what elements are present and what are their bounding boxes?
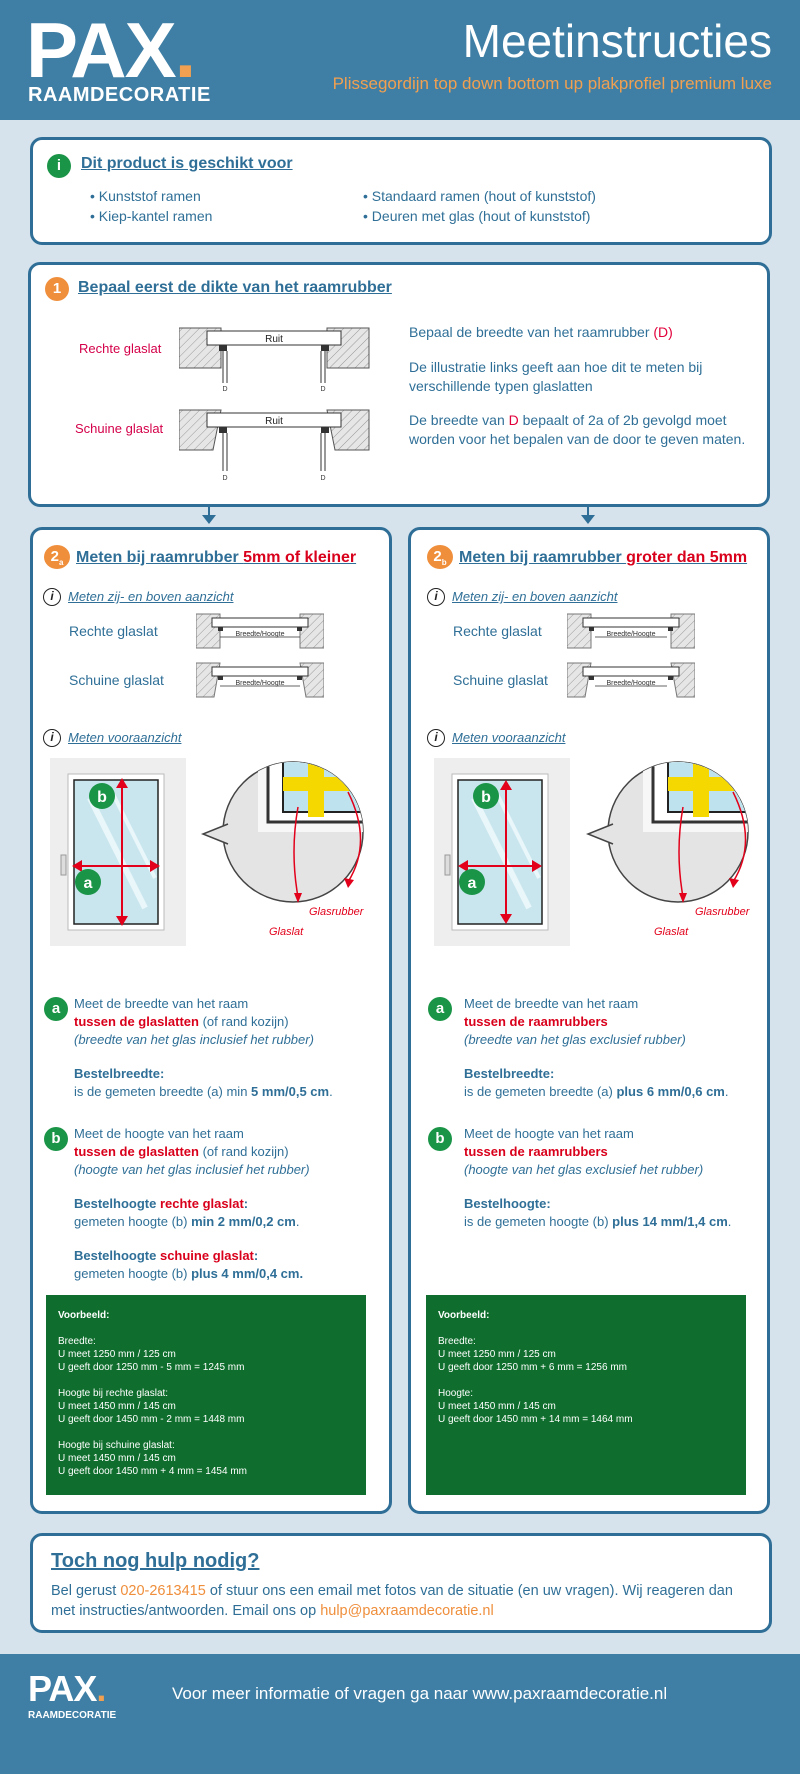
svg-text:a: a bbox=[468, 875, 477, 892]
front-view-link[interactable]: Meten vooraanzicht bbox=[452, 730, 566, 745]
label-straight: Rechte glaslat bbox=[79, 341, 162, 356]
step-b-text: Meet de hoogte van het raam tussen de ra… bbox=[464, 1126, 732, 1229]
info-icon: i bbox=[47, 154, 71, 178]
list-item: • Kiep-kantel ramen bbox=[90, 208, 213, 224]
arrow-down-icon bbox=[581, 507, 595, 524]
list-item: • Deuren met glas (hout of kunststof) bbox=[363, 208, 591, 224]
info-icon: i bbox=[43, 588, 61, 606]
example-box: Voorbeeld: Breedte: U meet 1250 mm / 125… bbox=[426, 1295, 746, 1495]
svg-text:b: b bbox=[481, 789, 491, 806]
help-text: Bel gerust 020-2613415 of stuur ons een … bbox=[51, 1583, 733, 1619]
zoom-detail-diagram bbox=[200, 761, 364, 903]
straight-glaslat-diagram: Ruit D D bbox=[179, 327, 370, 393]
column-2a-card: 2a Meten bij raamrubber 5mm of kleiner i… bbox=[30, 527, 392, 1514]
glasrubber-label: Glasrubber bbox=[695, 906, 750, 918]
header: PAX. RAAMDECORATIE Meetinstructies Pliss… bbox=[0, 0, 800, 120]
info-icon: i bbox=[43, 729, 61, 747]
dim-label: D bbox=[222, 475, 227, 482]
column-2a-title: Meten bij raamrubber 5mm of kleiner bbox=[76, 549, 357, 566]
label-slanted: Schuine glaslat bbox=[69, 672, 164, 688]
step-number: 1 bbox=[45, 277, 69, 301]
svg-text:a: a bbox=[84, 875, 93, 892]
step-number: 2a bbox=[44, 545, 70, 569]
front-view-link[interactable]: Meten vooraanzicht bbox=[68, 730, 182, 745]
step1-paragraph-3: De breedte van D bepaalt of 2a of 2b gev… bbox=[409, 412, 746, 447]
step-a-text: Meet de breedte van het raam tussen de r… bbox=[464, 996, 729, 1099]
email-link[interactable]: hulp@paxraamdecoratie.nl bbox=[320, 1603, 494, 1619]
logo[interactable]: PAX. bbox=[26, 6, 196, 94]
dimension-label: Breedte/Hoogte bbox=[606, 680, 655, 687]
suitable-title: Dit product is geschikt voor bbox=[81, 155, 293, 172]
footer-logo-subtitle: RAAMDECORATIE bbox=[28, 1710, 117, 1721]
dimension-label: Breedte/Hoogte bbox=[235, 680, 284, 687]
step1-paragraph-1: Bepaal de breedte van het raamrubber (D) bbox=[409, 324, 673, 340]
step-number: 2b bbox=[427, 545, 453, 569]
page-title: Meetinstructies bbox=[462, 15, 772, 67]
dim-label: D bbox=[320, 386, 325, 393]
side-view-link[interactable]: Meten zij- en boven aanzicht bbox=[68, 589, 234, 604]
step-a-icon: a bbox=[428, 997, 452, 1021]
page-subtitle: Plissegordijn top down bottom up plakpro… bbox=[332, 74, 772, 93]
side-view-link[interactable]: Meten zij- en boven aanzicht bbox=[452, 589, 618, 604]
svg-text:b: b bbox=[97, 789, 107, 806]
column-2b-card: 2b Meten bij raamrubber groter dan 5mm i… bbox=[408, 527, 770, 1514]
straight-side-diagram: Breedte/Hoogte bbox=[196, 613, 324, 649]
glasrubber-label: Glasrubber bbox=[309, 906, 364, 918]
example-box: Voorbeeld: Breedte: U meet 1250 mm / 125… bbox=[46, 1295, 366, 1495]
slanted-side-diagram: Breedte/Hoogte bbox=[196, 662, 324, 698]
help-card: Toch nog hulp nodig? Bel gerust 020-2613… bbox=[30, 1533, 772, 1633]
step-b-icon: b bbox=[44, 1127, 68, 1151]
info-icon: i bbox=[427, 588, 445, 606]
list-item: • Standaard ramen (hout of kunststof) bbox=[363, 188, 596, 204]
phone-link[interactable]: 020-2613415 bbox=[120, 1583, 206, 1599]
step-a-icon: a bbox=[44, 997, 68, 1021]
pane-label: Ruit bbox=[265, 416, 283, 427]
glaslat-label: Glaslat bbox=[654, 926, 689, 938]
window-front-diagram: b a bbox=[434, 758, 570, 946]
step1-paragraph-2: De illustratie links geeft aan hoe dit t… bbox=[409, 359, 703, 394]
label-slanted: Schuine glaslat bbox=[453, 672, 548, 688]
label-straight: Rechte glaslat bbox=[69, 623, 158, 639]
label-slanted: Schuine glaslat bbox=[75, 421, 164, 436]
help-title: Toch nog hulp nodig? bbox=[51, 1550, 260, 1572]
window-front-diagram: b a bbox=[50, 758, 186, 946]
dimension-label: Breedte/Hoogte bbox=[235, 631, 284, 638]
footer-text[interactable]: Voor meer informatie of vragen ga naar w… bbox=[172, 1684, 668, 1703]
glaslat-label: Glaslat bbox=[269, 926, 304, 938]
straight-side-diagram: Breedte/Hoogte bbox=[567, 613, 695, 649]
zoom-detail-diagram bbox=[585, 761, 749, 903]
dim-label: D bbox=[222, 386, 227, 393]
step1-title: Bepaal eerst de dikte van het raamrubber bbox=[78, 279, 392, 296]
slanted-side-diagram: Breedte/Hoogte bbox=[567, 662, 695, 698]
step-b-icon: b bbox=[428, 1127, 452, 1151]
column-2b-title: Meten bij raamrubber groter dan 5mm bbox=[459, 549, 748, 566]
dim-label: D bbox=[320, 475, 325, 482]
info-icon: i bbox=[427, 729, 445, 747]
step-b-text: Meet de hoogte van het raam tussen de gl… bbox=[74, 1126, 310, 1281]
footer-logo[interactable]: PAX. bbox=[28, 1668, 106, 1709]
step1-card: 1 Bepaal eerst de dikte van het raamrubb… bbox=[28, 262, 770, 507]
dimension-label: Breedte/Hoogte bbox=[606, 631, 655, 638]
footer: PAX. RAAMDECORATIE Voor meer informatie … bbox=[0, 1654, 800, 1774]
list-item: • Kunststof ramen bbox=[90, 188, 201, 204]
logo-subtitle: RAAMDECORATIE bbox=[28, 84, 211, 106]
slanted-glaslat-diagram: Ruit D D bbox=[179, 409, 370, 482]
suitable-card: i Dit product is geschikt voor • Kunstst… bbox=[30, 137, 772, 245]
pane-label: Ruit bbox=[265, 334, 283, 345]
arrow-down-icon bbox=[202, 507, 216, 524]
label-straight: Rechte glaslat bbox=[453, 623, 542, 639]
step-a-text: Meet de breedte van het raam tussen de g… bbox=[74, 996, 333, 1099]
